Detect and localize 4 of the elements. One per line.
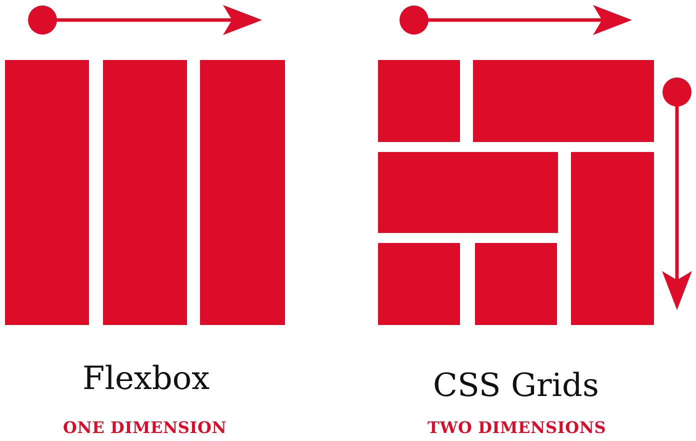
dimension-caption: ONE DIMENSION [63,420,227,436]
dimension-caption: TWO DIMENSIONS [428,420,606,436]
layout-title: CSS Grids [433,369,599,401]
layout-title: Flexbox [82,362,210,394]
